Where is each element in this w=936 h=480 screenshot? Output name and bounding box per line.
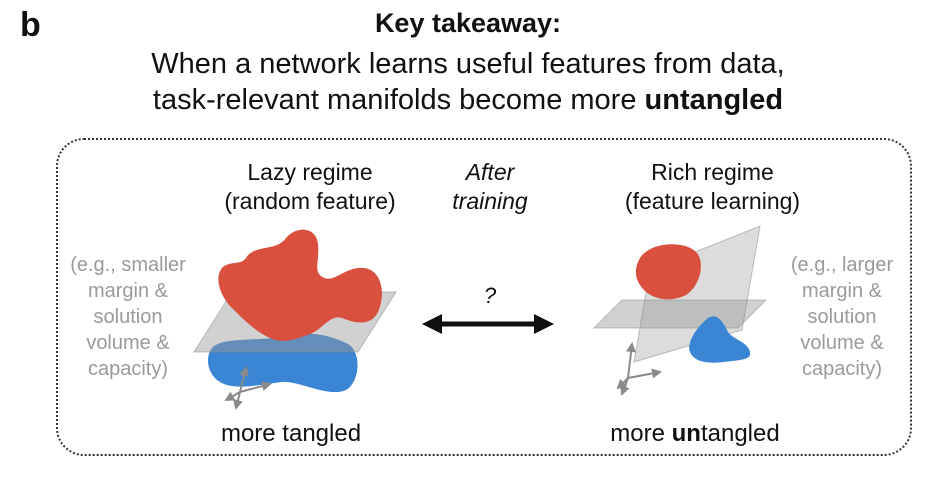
rich-title-line-1: Rich regime [651, 159, 774, 185]
rich-caption-prefix: more [610, 420, 672, 447]
after-training-label: After training [435, 158, 545, 216]
lazy-aside-line: volume & [86, 332, 170, 354]
rich-aside-line: margin & [801, 280, 883, 302]
lazy-title-line-2: (random feature) [224, 188, 396, 214]
lazy-aside-line: margin & [87, 280, 169, 302]
summary-emphasis: untangled [644, 84, 784, 116]
rich-aside-line: capacity) [801, 358, 883, 380]
lazy-aside-line: capacity) [87, 358, 169, 380]
lazy-aside-line: solution [93, 306, 163, 328]
lazy-caption: more tangled [220, 420, 362, 447]
rich-title-line-2: (feature learning) [624, 188, 801, 214]
rich-aside-line: solution [807, 306, 877, 328]
after-line-2: training [452, 188, 528, 214]
lazy-manifolds [193, 229, 397, 393]
panel-letter: b [20, 6, 41, 44]
summary-line-2: task-relevant manifolds become more unta… [0, 84, 936, 117]
rich-caption-emphasis: un [671, 420, 701, 447]
rich-aside-line: volume & [800, 332, 884, 354]
axes-icon [616, 342, 662, 396]
red-manifold [635, 244, 701, 300]
summary-line-1: When a network learns useful features fr… [151, 48, 785, 80]
headline: Key takeaway: [374, 8, 562, 38]
rich-aside-note: (e.g., larger margin & solution volume &… [786, 252, 898, 382]
axes-icon [224, 366, 272, 410]
blue-manifold [208, 333, 358, 393]
rich-aside-line: (e.g., larger [790, 254, 894, 276]
separating-plane [633, 225, 761, 363]
rich-caption-suffix: tangled [700, 420, 780, 447]
lazy-aside-note: (e.g., smaller margin & solution volume … [62, 252, 194, 382]
arrow-question-mark: ? [483, 283, 497, 308]
rich-manifolds [592, 225, 768, 363]
blue-manifold [689, 316, 751, 363]
red-manifold [218, 229, 382, 341]
lazy-title-line-1: Lazy regime [247, 159, 373, 185]
after-line-1: After [465, 159, 515, 185]
comparison-box [56, 138, 912, 456]
lazy-aside-line: (e.g., smaller [70, 254, 186, 276]
lazy-regime-title: Lazy regime (random feature) [190, 158, 430, 216]
rich-caption: more untangled [590, 420, 800, 448]
rich-regime-title: Rich regime (feature learning) [595, 158, 830, 216]
separating-plane [592, 299, 768, 329]
summary-line-2-text: task-relevant manifolds become more [152, 84, 645, 116]
